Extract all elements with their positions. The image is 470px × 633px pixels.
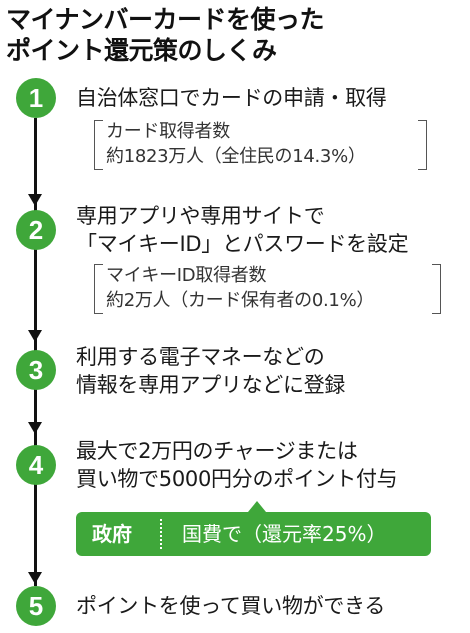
step-5-text: ポイントを使って買い物ができる	[76, 594, 386, 618]
stat-2-bracket-right	[432, 264, 441, 314]
stat-1-label: カード取得者数	[106, 121, 230, 142]
stat-1-bracket-left	[94, 120, 103, 170]
flow-arrow-4	[28, 572, 42, 584]
funding-divider	[160, 519, 162, 549]
stat-1-bracket-right	[418, 120, 427, 170]
stat-2-bracket-left	[94, 264, 103, 314]
step-3-badge: 3	[16, 350, 56, 390]
step-2-text-line-1: 専用アプリや専用サイトで	[76, 204, 325, 228]
step-4-text-line-2: 買い物で5000円分のポイント付与	[76, 467, 398, 491]
funding-box-pointer	[248, 501, 266, 512]
stat-2-value: 約2万人（カード保有者の0.1%）	[106, 290, 375, 311]
funding-box: 政府 国費で（還元率25%）	[76, 501, 431, 556]
step-5-badge: 5	[16, 586, 56, 626]
step-4-text-line-1: 最大で2万円のチャージまたは	[76, 439, 358, 463]
title-line-1: マイナンバーカードを使った	[6, 5, 325, 34]
stat-2-label: マイキーID取得者数	[106, 265, 267, 286]
flow-arrow-3	[28, 422, 42, 434]
step-3-text-line-2: 情報を専用アプリなどに登録	[76, 373, 346, 397]
step-1-text: 自治体窓口でカードの申請・取得	[76, 86, 387, 110]
flow-arrow-1	[28, 194, 42, 206]
flow-arrow-2	[28, 330, 42, 342]
diagram-title: マイナンバーカードを使った ポイント還元策のしくみ	[6, 4, 446, 66]
step-3-text-line-1: 利用する電子マネーなどの	[76, 345, 325, 369]
step-1-badge: 1	[16, 78, 56, 118]
step-2-text-line-2: 「マイキーID」とパスワードを設定	[76, 232, 409, 256]
step-4-badge: 4	[16, 445, 56, 485]
stat-1-value: 約1823万人（全住民の14.3%）	[106, 146, 366, 167]
title-line-2: ポイント還元策のしくみ	[6, 36, 277, 65]
funding-label: 政府	[92, 522, 132, 546]
step-2-badge: 2	[16, 210, 56, 250]
funding-value: 国費で（還元率25%）	[182, 522, 387, 546]
